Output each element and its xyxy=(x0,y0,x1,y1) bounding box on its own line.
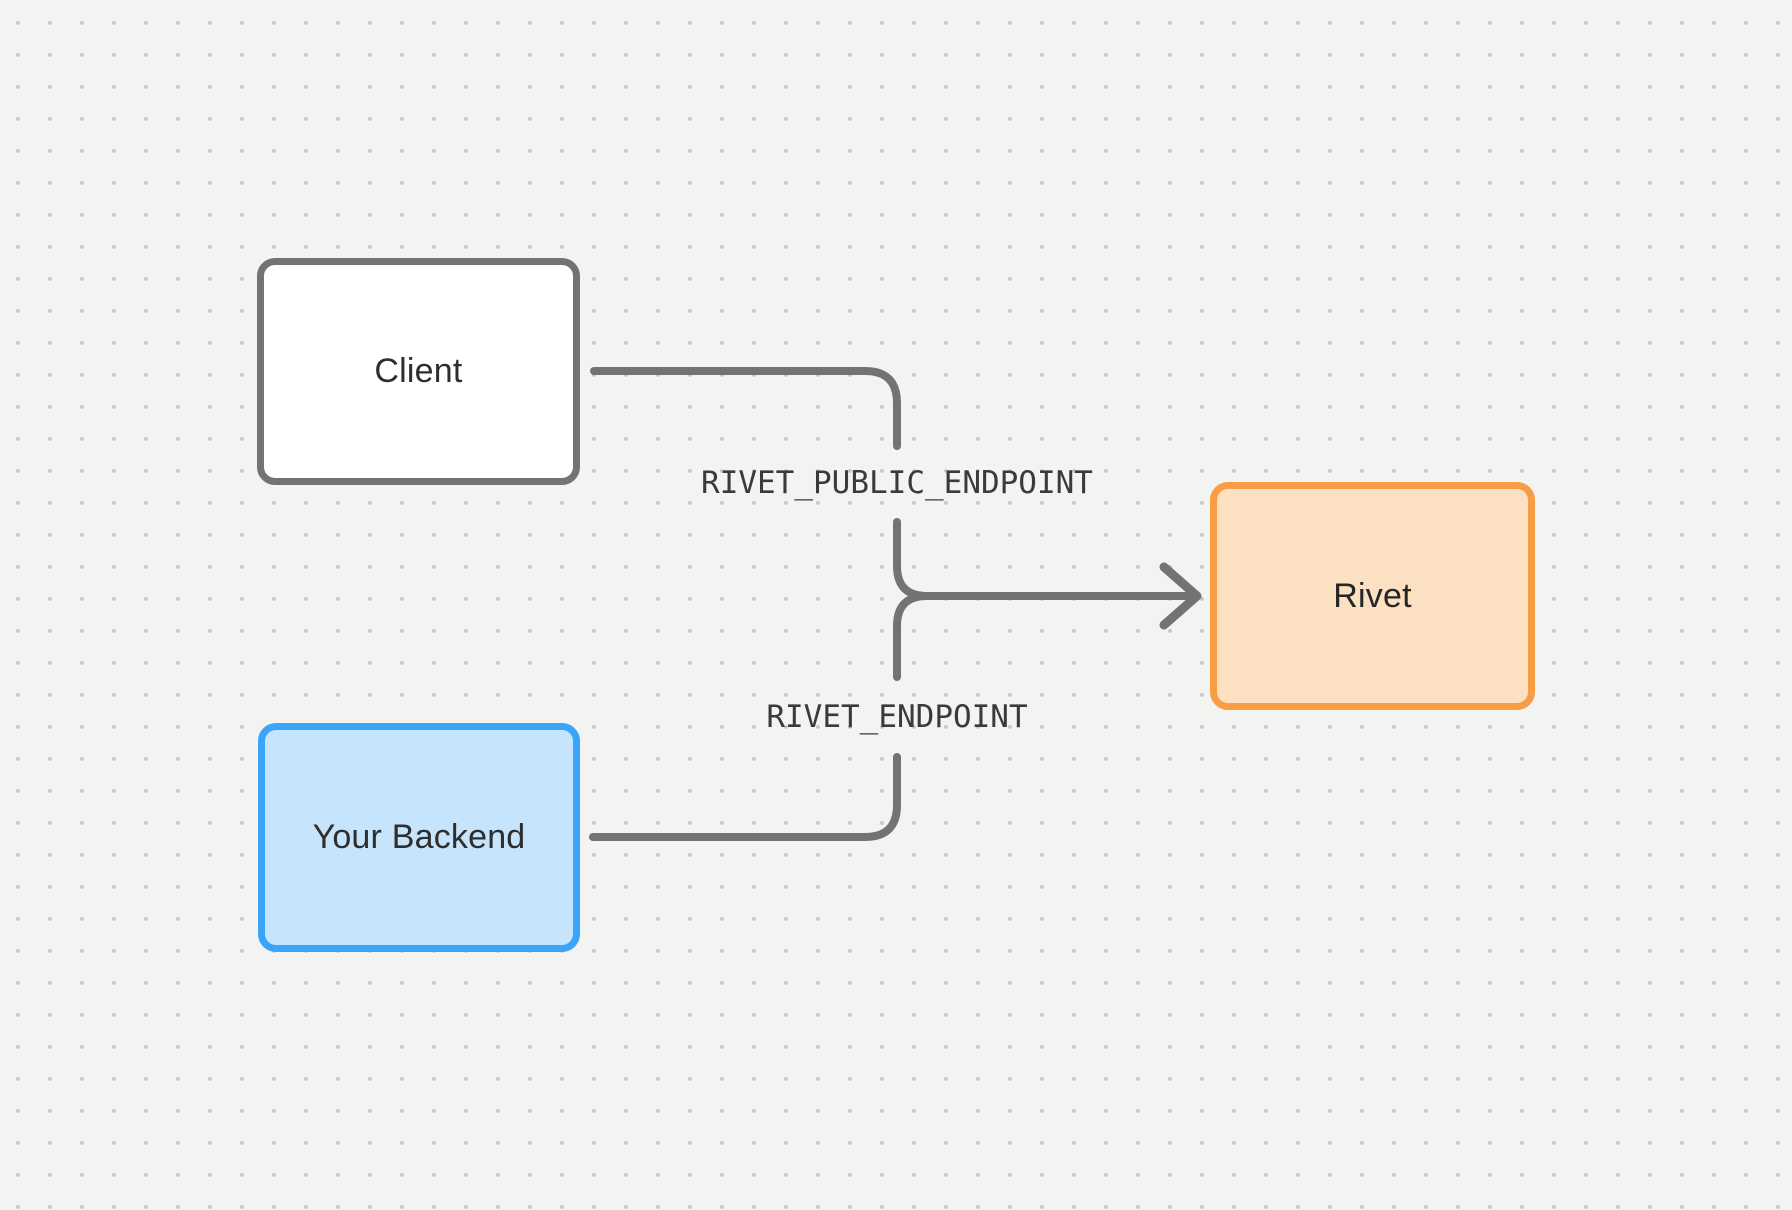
your-backend-node: Your Backend xyxy=(258,723,580,952)
rivet-endpoint-label: RIVET_ENDPOINT xyxy=(766,699,1028,735)
arrow-head-icon xyxy=(1159,562,1202,630)
rivet-node-label: Rivet xyxy=(1333,576,1412,615)
client-node: Client xyxy=(257,258,580,485)
your-backend-node-label: Your Backend xyxy=(312,818,526,856)
client-connector-merge-segment xyxy=(893,518,1194,600)
client-node-label: Client xyxy=(374,352,463,390)
backend-connector-segment xyxy=(589,753,901,841)
client-connector-segment xyxy=(590,367,901,450)
backend-connector-merge-segment xyxy=(893,592,931,681)
rivet-public-endpoint-label: RIVET_PUBLIC_ENDPOINT xyxy=(701,465,1093,501)
rivet-node: Rivet xyxy=(1210,482,1535,710)
